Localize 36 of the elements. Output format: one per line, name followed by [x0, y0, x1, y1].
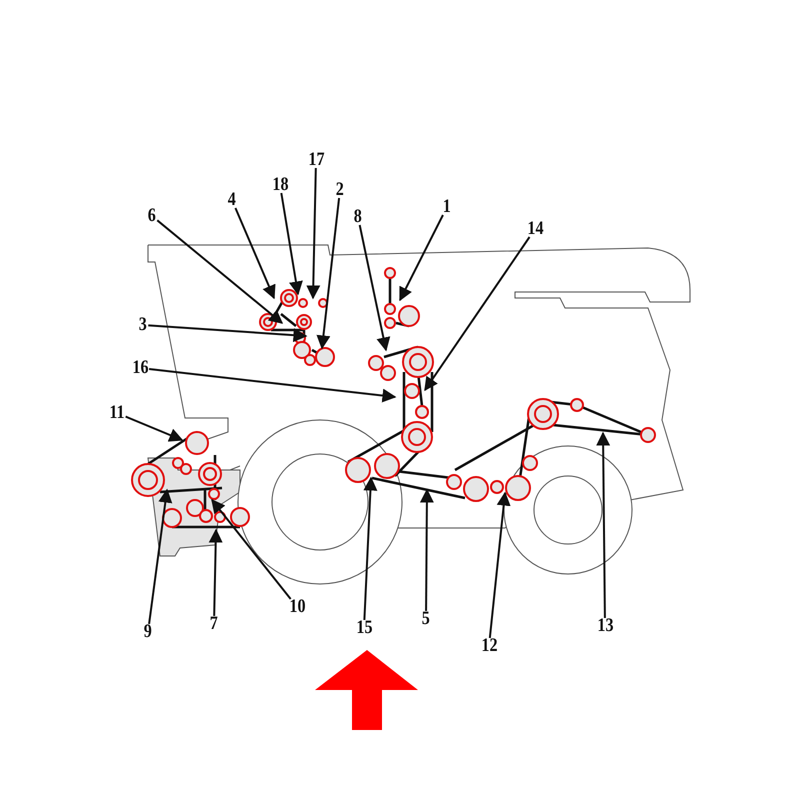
leader-line — [596, 432, 610, 618]
leader-line — [363, 476, 378, 620]
leader-line — [211, 498, 292, 600]
callout-number: 2 — [336, 180, 344, 200]
callout-number: 4 — [228, 190, 236, 210]
leader-line — [399, 214, 444, 302]
leader-line — [316, 198, 340, 350]
callout-number: 5 — [422, 609, 430, 629]
leader-line — [234, 208, 276, 300]
callout-number: 15 — [356, 618, 372, 638]
leader-line — [148, 324, 308, 342]
leader-line — [306, 168, 320, 300]
leader-line — [156, 220, 284, 324]
leader-line — [125, 416, 184, 442]
callout-number: 10 — [288, 597, 306, 617]
callout-number: 14 — [526, 219, 544, 239]
callout-number: 11 — [109, 403, 125, 423]
callout-number: 9 — [144, 622, 152, 642]
callout-number: 6 — [148, 206, 156, 226]
leader-line — [208, 528, 223, 616]
callout-number: 7 — [210, 614, 218, 634]
callout-number: 13 — [596, 616, 614, 636]
leader-line — [280, 192, 303, 296]
callout-number: 3 — [138, 315, 147, 335]
leader-line — [420, 488, 434, 612]
leader-line — [148, 488, 172, 624]
callout-number: 18 — [272, 175, 288, 195]
leader-line — [424, 236, 530, 392]
leader-line — [358, 224, 390, 352]
callout-number: 17 — [308, 150, 324, 170]
callout-number: 12 — [480, 636, 498, 656]
leader-line — [148, 368, 396, 403]
leader-line — [488, 492, 511, 638]
callout-number: 16 — [132, 358, 148, 378]
callout-number: 1 — [442, 197, 451, 217]
callout-number: 8 — [354, 207, 362, 227]
